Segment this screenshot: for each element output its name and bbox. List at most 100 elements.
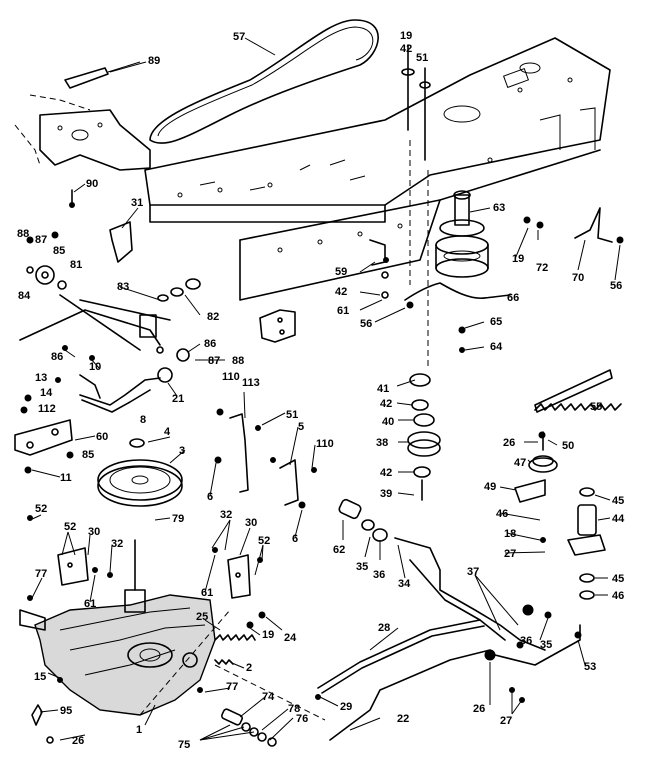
callout: 13 bbox=[35, 372, 47, 384]
tractor-frame bbox=[144, 37, 611, 301]
callout: 113 bbox=[242, 377, 260, 389]
transaxle-1 bbox=[19, 539, 326, 721]
callout: 52 bbox=[64, 521, 76, 533]
callout: 57 bbox=[233, 31, 245, 43]
bracket-30-left bbox=[57, 547, 89, 586]
callout: 27 bbox=[500, 715, 512, 727]
callout: 110 bbox=[316, 438, 334, 450]
callout: 62 bbox=[333, 544, 345, 556]
callout: 14 bbox=[40, 387, 53, 399]
spring-2 bbox=[214, 659, 234, 665]
bracket-89 bbox=[64, 61, 141, 89]
lift-shaft-assembly bbox=[19, 265, 201, 362]
callout: 15 bbox=[34, 671, 46, 683]
callout: 83 bbox=[117, 281, 129, 293]
callout: 112 bbox=[38, 403, 56, 415]
callout: 38 bbox=[376, 437, 388, 449]
callout: 24 bbox=[284, 632, 297, 644]
callout: 88 bbox=[232, 355, 244, 367]
callout: 51 bbox=[416, 52, 428, 64]
callout: 51 bbox=[286, 409, 298, 421]
callout: 2 bbox=[246, 662, 252, 674]
callout: 19 bbox=[262, 629, 274, 641]
callout: 19 bbox=[400, 30, 412, 42]
callout: 56 bbox=[610, 280, 622, 292]
bracket-31 bbox=[109, 221, 133, 263]
callout: 81 bbox=[70, 259, 82, 271]
brake-cylinder-44 bbox=[567, 487, 606, 600]
callout: 79 bbox=[172, 513, 184, 525]
callout: 66 bbox=[507, 292, 519, 304]
callout: 25 bbox=[196, 611, 208, 623]
callout: 86 bbox=[204, 338, 216, 350]
callout: 82 bbox=[207, 311, 219, 323]
callout: 45 bbox=[612, 573, 624, 585]
callout: 28 bbox=[378, 622, 390, 634]
front-pan-outline bbox=[14, 94, 151, 171]
callout: 88 bbox=[17, 228, 29, 240]
pulley-47 bbox=[528, 431, 558, 473]
fasteners bbox=[20, 189, 624, 703]
callout: 32 bbox=[220, 509, 232, 521]
callout: 77 bbox=[35, 568, 47, 580]
callout: 75 bbox=[178, 739, 190, 751]
callout: 3 bbox=[179, 445, 185, 457]
callout: 85 bbox=[53, 245, 65, 257]
callout: 52 bbox=[258, 535, 270, 547]
callout: 36 bbox=[373, 569, 385, 581]
callout: 50 bbox=[562, 440, 574, 452]
callout: 31 bbox=[131, 197, 143, 209]
callout: 35 bbox=[540, 639, 552, 651]
callout: 35 bbox=[356, 561, 368, 573]
callout: 4 bbox=[164, 426, 171, 438]
bracket-58 bbox=[259, 309, 296, 343]
callout: 36 bbox=[520, 635, 532, 647]
callout: 65 bbox=[490, 316, 502, 328]
callout: 63 bbox=[493, 202, 505, 214]
callout: 29 bbox=[340, 701, 352, 713]
callout: 110 bbox=[222, 371, 240, 383]
callout: 6 bbox=[207, 491, 213, 503]
callout: 78 bbox=[288, 703, 300, 715]
callout: 8 bbox=[140, 414, 146, 426]
idler-38-stack bbox=[407, 373, 441, 501]
callout: 52 bbox=[35, 503, 47, 515]
callout: 40 bbox=[382, 416, 394, 428]
idler-pulley-63 bbox=[435, 190, 489, 278]
callout: 46 bbox=[496, 508, 508, 520]
callout: 87 bbox=[208, 355, 220, 367]
callout: 37 bbox=[467, 566, 479, 578]
bracket-49 bbox=[514, 479, 546, 503]
callout: 84 bbox=[18, 290, 31, 302]
idler-arm-66 bbox=[369, 239, 511, 301]
callout: 89 bbox=[148, 55, 160, 67]
callout: 61 bbox=[201, 587, 213, 599]
rod-22 bbox=[329, 649, 491, 741]
callout: 30 bbox=[245, 517, 257, 529]
callout: 42 bbox=[335, 286, 347, 298]
callout: 53 bbox=[584, 661, 596, 673]
callout: 44 bbox=[612, 513, 625, 525]
callout: 10 bbox=[89, 361, 101, 373]
callout: 11 bbox=[60, 472, 72, 484]
callout: 39 bbox=[380, 488, 392, 500]
bolt-stack-19-42-51 bbox=[401, 44, 431, 370]
lever-8 bbox=[79, 367, 173, 413]
callout: 59 bbox=[335, 266, 347, 278]
callout: 47 bbox=[514, 457, 526, 469]
callout: 87 bbox=[35, 234, 47, 246]
callout: 55 bbox=[590, 401, 602, 413]
callout: 56 bbox=[360, 318, 372, 330]
callout: 76 bbox=[296, 713, 308, 725]
callout: 95 bbox=[60, 705, 72, 717]
callout: 77 bbox=[226, 681, 238, 693]
callout: 86 bbox=[51, 351, 63, 363]
callout: 30 bbox=[88, 526, 100, 538]
callout: 61 bbox=[337, 305, 349, 317]
callout: 45 bbox=[612, 495, 624, 507]
callout: 46 bbox=[612, 590, 624, 602]
leader-lines bbox=[29, 37, 621, 741]
brake-shaft-34 bbox=[338, 498, 546, 651]
callout: 64 bbox=[490, 341, 503, 353]
